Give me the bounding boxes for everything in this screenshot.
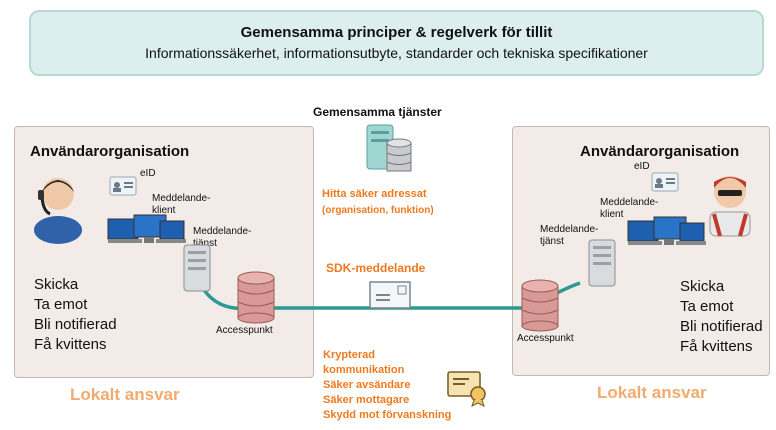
right-client-label-line1: Meddelande-: [600, 197, 659, 208]
security-feature: Krypterad: [323, 349, 375, 361]
banner-subtitle: Informationssäkerhet, informationsutbyte…: [145, 45, 648, 61]
right-accesspoint-label: Accesspunkt: [517, 333, 574, 344]
security-feature: kommunikation: [323, 364, 405, 376]
right-service-label-line1: Meddelande-: [540, 224, 599, 235]
find-recipient-subtitle: (organisation, funktion): [322, 205, 434, 216]
certificate-icon: [447, 371, 486, 407]
sdk-message-label: SDK-meddelande: [326, 261, 426, 275]
left-organisation-box: [14, 126, 314, 378]
principles-banner: Gemensamma principer & regelverk för til…: [29, 10, 764, 76]
database-icon: [237, 271, 275, 324]
server-icon: [588, 239, 616, 287]
right-organisation-box: [512, 126, 770, 376]
left-service-label: Meddelande- tjänst: [193, 226, 251, 250]
security-features-list: Krypterad kommunikation Säker avsändare …: [323, 348, 451, 423]
find-recipient-title: Hitta säker adressat: [322, 188, 427, 200]
right-eid-label: eID: [634, 161, 650, 172]
right-service-label: Meddelande- tjänst: [540, 224, 598, 248]
left-actions-list: Skicka Ta emot Bli notifierad Få kvitten…: [34, 275, 117, 355]
computer-icon: [107, 214, 186, 243]
left-action-item: Bli notifierad: [34, 316, 117, 333]
right-action-item: Skicka: [680, 278, 725, 295]
services-title: Gemensamma tjänster: [313, 105, 442, 119]
left-client-label-line2: klient: [152, 205, 176, 216]
person-red-icon: [709, 176, 751, 237]
right-service-label-line2: tjänst: [540, 236, 564, 247]
right-action-item: Få kvittens: [680, 338, 753, 355]
left-service-label-line2: tjänst: [193, 238, 217, 249]
left-accesspoint-label: Accesspunkt: [216, 325, 273, 336]
left-eid-label: eID: [140, 168, 156, 179]
right-action-item: Ta emot: [680, 298, 734, 315]
server-icon: [366, 124, 412, 172]
right-client-label-line2: klient: [600, 209, 624, 220]
left-org-title: Användarorganisation: [30, 143, 190, 160]
security-feature: Säker mottagare: [323, 394, 410, 406]
person-headset-icon: [34, 178, 82, 244]
right-action-item: Bli notifierad: [680, 318, 763, 335]
left-action-item: Få kvittens: [34, 336, 107, 353]
banner-title: Gemensamma principer & regelverk för til…: [240, 24, 553, 41]
left-action-item: Skicka: [34, 276, 79, 293]
server-icon: [183, 244, 211, 292]
left-footer-lokalt-ansvar: Lokalt ansvar: [70, 385, 180, 404]
left-service-label-line1: Meddelande-: [193, 226, 252, 237]
id-card-icon: [651, 172, 679, 192]
computer-icon: [627, 216, 706, 245]
envelope-icon: [369, 281, 411, 309]
right-client-label: Meddelande- klient: [600, 197, 658, 221]
right-org-title: Användarorganisation: [580, 143, 740, 160]
right-actions-list: Skicka Ta emot Bli notifierad Få kvitten…: [680, 277, 763, 357]
right-footer-lokalt-ansvar: Lokalt ansvar: [597, 383, 707, 402]
id-card-icon: [109, 176, 137, 196]
database-icon: [521, 279, 559, 332]
left-action-item: Ta emot: [34, 296, 88, 313]
security-feature: Skydd mot förvanskning: [323, 409, 452, 421]
left-client-label: Meddelande- klient: [152, 193, 210, 217]
security-feature: Säker avsändare: [323, 379, 411, 391]
left-client-label-line1: Meddelande-: [152, 193, 211, 204]
